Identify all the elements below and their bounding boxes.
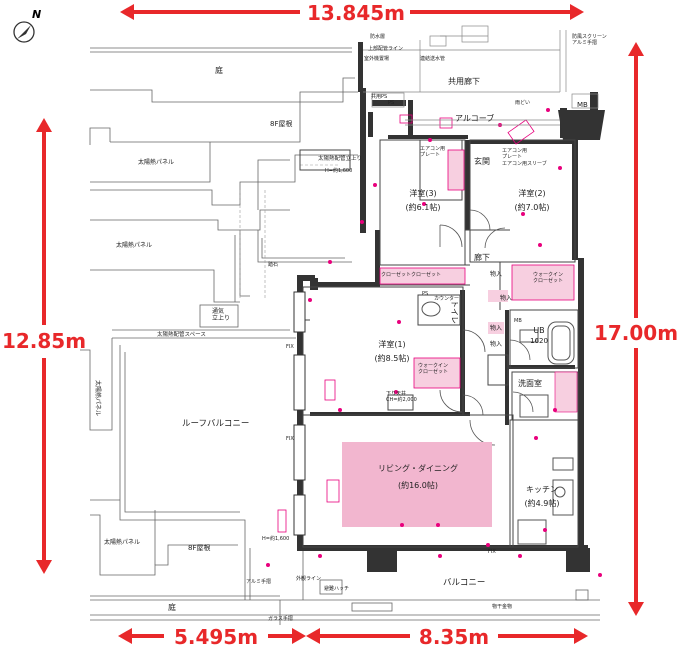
solar-pipe-riser-label: 太陽熱配管立上り xyxy=(318,154,362,162)
aircon-sleeve-label: エアコン用スリーブ xyxy=(502,160,547,167)
shared-ps-label: 共用PS xyxy=(371,93,387,100)
door-swings xyxy=(439,209,534,446)
balcony-details xyxy=(279,551,589,625)
wall-height-label: H=約1,600 xyxy=(325,167,352,174)
aluminum-rail-label: アルミ手摺 xyxy=(246,578,271,585)
pipe-line-label: 上部配管ライン xyxy=(368,45,403,52)
counter-label: カウンター xyxy=(434,295,459,302)
aircon-markers xyxy=(277,114,535,533)
aircon-plate-2-label: エアコン用プレート xyxy=(502,148,527,160)
window-markers xyxy=(293,291,306,536)
walkin-closet-1-label: ウォークインクローゼット xyxy=(533,271,563,284)
left-height-label: 12.85m xyxy=(2,329,86,353)
bedroom1-label: 洋室(1) xyxy=(378,339,405,349)
wall-height-2-label: H=約1,600 xyxy=(262,535,289,542)
room-labels: 洋室(3) (約6.1帖) 洋室(2) (約7.0帖) 洋室(1) (約8.5帖… xyxy=(375,156,560,508)
roof-outline xyxy=(80,47,600,621)
gaikan-label: 外観ライン xyxy=(296,575,321,582)
solar-panel-2-label: 太陽熱パネル xyxy=(116,241,152,249)
glass-rail-label: ガラス手摺 xyxy=(268,615,293,622)
storage-4-label: 物入 xyxy=(490,340,502,348)
rain-pipe-label: 雨どい xyxy=(515,99,530,106)
common-corridor-label: 共用廊下 xyxy=(448,76,480,86)
pink-zones xyxy=(342,149,578,527)
roof-8f-bottom-label: 8F屋根 xyxy=(188,543,210,552)
storage-1-label: 物入 xyxy=(490,270,502,278)
walkin-closet-2-label: ウォークインクローゼット xyxy=(418,362,448,375)
kitchen-size: (約4.9帖) xyxy=(525,498,560,508)
compass-icon: N xyxy=(13,8,41,43)
bedroom1-size: (約8.5帖) xyxy=(375,353,410,363)
solar-panel-bottom-label: 太陽熱パネル xyxy=(104,538,140,546)
bedroom3-label: 洋室(3) xyxy=(409,188,436,198)
outdoor-unit-label: 室外機置場 xyxy=(364,55,389,62)
interior-lines xyxy=(299,139,579,548)
washroom-label: 洗面室 xyxy=(518,378,542,388)
solar-pipe-space-label: 太陽熱配管スペース xyxy=(157,330,206,338)
right-height-label: 17.00m xyxy=(594,321,677,345)
solar-panel-left: 太陽熱パネル xyxy=(94,380,102,416)
outlet-markers xyxy=(266,108,602,577)
fh-3-label: FIX xyxy=(488,549,496,555)
unit-bath-size: 1620 xyxy=(530,337,548,345)
fh-1-label: FIX xyxy=(286,344,294,350)
roof-balcony-label: ルーフバルコニー xyxy=(182,419,249,429)
corridor-edge xyxy=(363,25,599,126)
top-width-label: 13.845m xyxy=(307,1,405,25)
aircon-plate-1-label: エアコン用プレート xyxy=(420,146,445,158)
fixtures xyxy=(421,301,575,545)
ps2-label: PS xyxy=(422,291,428,297)
pipe-lines xyxy=(239,164,340,300)
evac-hatch-label: 避難ハッチ xyxy=(324,585,349,592)
bedroom3-size: (約6.1帖) xyxy=(406,202,441,212)
kitchen-label: キッチン xyxy=(526,485,558,494)
area-labels: 庭 8F屋根 太陽熱パネル 太陽熱パネル 通気立上り 太陽熱配管スペース 太陽熱… xyxy=(104,65,588,612)
mb-small-label: MB xyxy=(514,318,522,324)
bedroom2-size: (約7.0帖) xyxy=(515,202,550,212)
bottom-right-label: 8.35m xyxy=(419,625,489,649)
entrance-label: 玄関 xyxy=(474,156,490,166)
dimension-lines xyxy=(36,4,644,644)
niwa-bottom-label: 庭 xyxy=(168,602,176,612)
living-dining-size: (約16.0帖) xyxy=(398,480,438,490)
ps1-label: PS xyxy=(388,100,394,106)
balcony-label: バルコニー xyxy=(443,578,485,588)
storage-2-label: 物入 xyxy=(500,294,512,302)
toilet-label: トイレ xyxy=(450,300,459,324)
mb-label: MB xyxy=(577,101,588,109)
dashi-label: 防水層 xyxy=(370,33,385,40)
toilet-label-group: トイレ xyxy=(450,300,459,324)
laundry-rack-label: 物干金物 xyxy=(492,603,512,610)
kaisho-label: 踏石 xyxy=(268,261,278,268)
north-label: N xyxy=(32,8,41,21)
ventilation-riser-label: 通気立上り xyxy=(212,307,230,322)
storage-3-label: 物入 xyxy=(490,324,502,332)
bottom-left-label: 5.495m xyxy=(174,625,258,649)
solar-panel-1-label: 太陽熱パネル xyxy=(138,158,174,166)
niwa-top-label: 庭 xyxy=(215,65,223,75)
small-labels: クローゼットクローゼット ウォークインクローゼット ウォークインクローゼット 物… xyxy=(246,33,607,622)
hallway-label: 廊下 xyxy=(474,252,490,262)
wind-screen-label: 防風スクリーンアルミ手摺 xyxy=(572,33,607,46)
connection-label: 連結送水管 xyxy=(420,55,445,62)
closet-closet-label: クローゼットクローゼット xyxy=(381,271,441,278)
bedroom2-label: 洋室(2) xyxy=(518,188,545,198)
living-dining-label: リビング・ダイニング xyxy=(378,463,458,473)
alcove-label: アルコーブ xyxy=(455,113,494,123)
fh-2-label: FIX xyxy=(286,436,294,442)
solar-panel-left-label: 太陽熱パネル xyxy=(94,380,102,416)
roof-8f-top-label: 8F屋根 xyxy=(270,119,292,128)
unit-bath-label: UB xyxy=(533,326,544,335)
